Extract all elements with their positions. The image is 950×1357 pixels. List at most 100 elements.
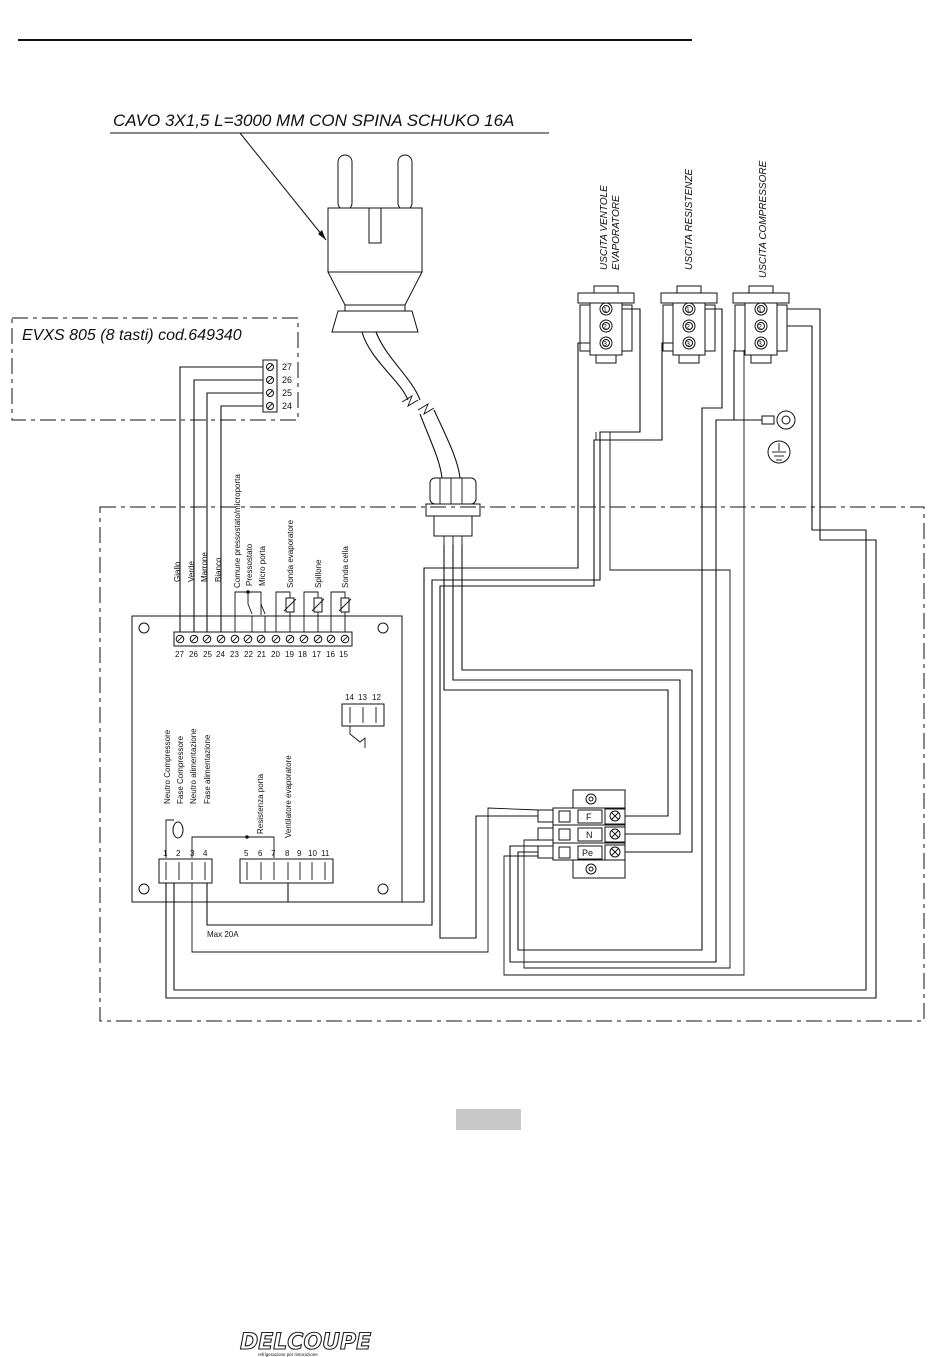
terminal-screw-slot [218, 636, 224, 642]
bottom-terminal-1: 1 [163, 849, 168, 858]
bottom-terminal-2: 2 [176, 849, 181, 858]
enclosure-box [99, 506, 925, 1022]
connector-ventole-pin-2: 2 [603, 324, 607, 331]
terminal-screw-slot [287, 636, 293, 642]
bottom-terminal-9: 9 [297, 849, 302, 858]
connector-resistenze-pin-2: 2 [686, 324, 690, 331]
schuko-plug-icon [327, 154, 423, 333]
bottom-left-numbers: 1 2 3 4 [163, 849, 208, 858]
wire-label-marrone: Marrone [200, 552, 209, 582]
top-terminal-16: 16 [326, 650, 335, 659]
output-label-ventole-2: EVAPORATORE [611, 195, 622, 270]
pressure-switch-icon [234, 590, 266, 632]
wire-label-sonda-evaporatore: Sonda evaporatore [286, 519, 295, 588]
wire-label-sonda-cella: Sonda cella [341, 546, 350, 588]
cable-label: CAVO 3X1,5 L=3000 MM CON SPINA SCHUKO 16… [113, 111, 514, 130]
bottom-terminal-4: 4 [203, 849, 208, 858]
terminal-label-f: F [586, 812, 592, 822]
small-terminal-24: 24 [282, 401, 292, 411]
top-terminal-24: 24 [216, 650, 225, 659]
max-current-label: Max 20A [207, 930, 239, 939]
top-terminal-19: 19 [285, 650, 294, 659]
wire-label-giallo: Giallo [173, 561, 182, 582]
wire-label-neutro-compressore: Neutro Compressore [163, 729, 172, 804]
relay-terminal-block [341, 703, 385, 748]
terminal-screw-slot [301, 636, 307, 642]
top-terminal-18: 18 [298, 650, 307, 659]
terminal-screw-slot [342, 636, 348, 642]
terminal-screw-slot [258, 636, 264, 642]
connector-resistenze-pin-3: 3 [686, 341, 690, 348]
controller-box [11, 317, 299, 421]
terminal-screw-slot [328, 636, 334, 642]
bottom-terminal-6: 6 [258, 849, 263, 858]
top-terminal-strip [173, 631, 353, 647]
connector-ventole-pin-1: 1 [603, 307, 607, 314]
probe-wires [179, 366, 263, 632]
top-terminal-15: 15 [339, 650, 348, 659]
relay-terminal-14: 14 [345, 693, 354, 702]
controller-label: EVXS 805 (8 tasti) cod.649340 [22, 327, 242, 344]
cable-leader-arrow [318, 230, 326, 240]
terminal-screw-slot [191, 636, 197, 642]
connector-compressore [732, 285, 790, 364]
terminal-screw-slot [315, 636, 321, 642]
output-label-compressore: USCITA COMPRESSORE [758, 160, 769, 278]
top-terminal-21: 21 [257, 650, 266, 659]
bottom-terminal-7: 7 [271, 849, 276, 858]
probe-cella-icon [330, 591, 352, 632]
connector-resistenze-pin-1: 1 [686, 307, 690, 314]
small-terminal-26: 26 [282, 375, 292, 385]
top-terminal-17: 17 [312, 650, 321, 659]
output-label-resistenze: USCITA RESISTENZE [684, 169, 695, 270]
connector-ventole [577, 285, 635, 364]
top-terminal-25: 25 [203, 650, 212, 659]
wire-label-ventilatore-evaporatore: Ventilatore evaporatore [284, 755, 293, 838]
wire-label-verde: Verde [187, 561, 196, 582]
connector-ventole-pin-3: 3 [603, 341, 607, 348]
terminal-screw-slot [232, 636, 238, 642]
terminal-screw-slot [245, 636, 251, 642]
top-terminal-numbers: 27 26 25 24 23 22 21 20 19 18 17 16 15 [175, 650, 348, 659]
terminal-label-pe: Pe [582, 848, 593, 858]
wiring-harness [165, 308, 877, 999]
power-terminal-block-left [158, 858, 213, 884]
probe-spillone-icon [303, 591, 325, 632]
bottom-terminal-5: 5 [244, 849, 249, 858]
jumper-wires [165, 819, 275, 858]
wire-label-resistenza-porta: Resistenza porta [256, 773, 265, 834]
wire-label-micro-porta: Micro porta [258, 545, 267, 586]
brand-tagline: refrigerazione per ristorazione [258, 1352, 318, 1357]
output-label-ventole-1: USCITA VENTOLE [599, 185, 610, 270]
power-terminal-block-right [239, 858, 334, 884]
terminal-label-n: N [586, 830, 593, 840]
small-terminal-27: 27 [282, 362, 292, 372]
top-terminal-27: 27 [175, 650, 184, 659]
wire-label-neutro-alimentazione: Neutro alimentazione [189, 728, 198, 804]
power-cable [361, 331, 461, 479]
top-terminal-23: 23 [230, 650, 239, 659]
small-terminal-strip [262, 359, 278, 413]
connector-resistenze [660, 285, 718, 364]
connector-compressore-pin-2: 2 [758, 324, 762, 331]
controller-board [131, 615, 403, 903]
bottom-right-numbers: 5 6 7 8 9 10 11 [244, 849, 330, 858]
top-terminal-20: 20 [271, 650, 280, 659]
bottom-terminal-11: 11 [321, 849, 330, 858]
connector-compressore-pin-3: 3 [758, 341, 762, 348]
bottom-terminal-8: 8 [285, 849, 290, 858]
relay-terminal-12: 12 [372, 693, 381, 702]
connector-compressore-pin-1: 1 [758, 307, 762, 314]
earth-ground-icon [767, 440, 791, 464]
terminal-screw-slot [273, 636, 279, 642]
wire-label-spillone: Spillone [314, 559, 323, 588]
main-terminal-block [537, 789, 626, 879]
small-terminal-25: 25 [282, 388, 292, 398]
bottom-terminal-10: 10 [308, 849, 317, 858]
terminal-screw-slot [204, 636, 210, 642]
top-terminal-26: 26 [189, 650, 198, 659]
bottom-terminal-3: 3 [190, 849, 195, 858]
wire-label-pressostato: Pressostato [245, 543, 254, 586]
cable-leader-line [239, 132, 327, 241]
